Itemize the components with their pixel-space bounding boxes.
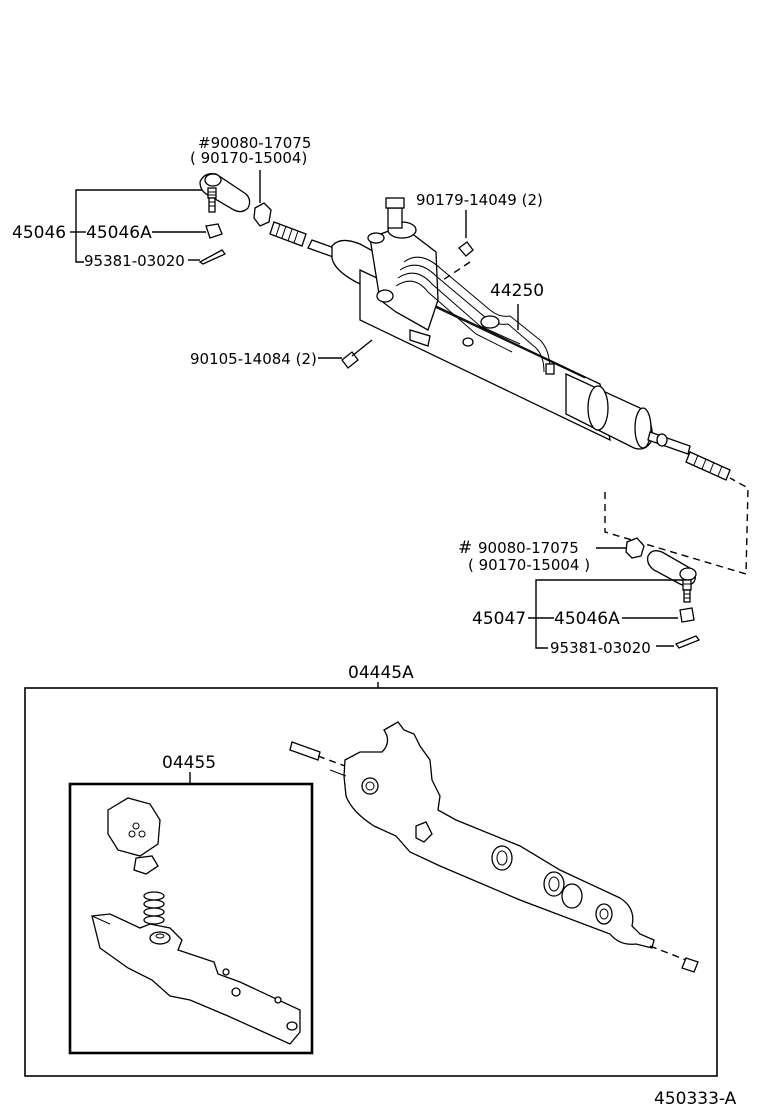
housing-assembly-box: 04445A 04455 xyxy=(24,663,718,1077)
steering-housing xyxy=(289,721,699,973)
label-90080-17075-right[interactable]: 90080-17075 xyxy=(478,539,579,557)
dashed-leader xyxy=(439,261,471,283)
mounting-nut xyxy=(458,241,474,257)
castle-nut-right xyxy=(679,607,695,623)
figure-code: 450333-A xyxy=(654,1089,737,1109)
hash-mark: # xyxy=(458,538,472,558)
label-04455[interactable]: 04455 xyxy=(162,753,216,773)
label-45046[interactable]: 45046 xyxy=(12,223,66,243)
castle-nut-left xyxy=(205,223,223,239)
mounting-bolt xyxy=(341,351,359,369)
dashed-callout xyxy=(604,477,749,575)
bracket-line xyxy=(535,579,683,649)
label-44250[interactable]: 44250 xyxy=(490,281,544,301)
label-45046a-left[interactable]: 45046A xyxy=(86,223,152,243)
housing-box-frame xyxy=(24,687,718,1077)
steering-rack-assembly xyxy=(307,197,731,481)
cotter-pin-right xyxy=(674,635,701,649)
tie-rod-end-left xyxy=(199,173,251,213)
lock-nut-left xyxy=(253,202,272,227)
label-45047[interactable]: 45047 xyxy=(472,609,526,629)
valve-inset-box: 04455 xyxy=(68,753,314,1055)
right-tie-rod-end-group: # 90080-17075 ( 90170-15004 ) 45047 4504… xyxy=(458,477,749,657)
label-90170-15004-right[interactable]: ( 90170-15004 ) xyxy=(468,556,590,574)
label-90080-17075-left[interactable]: #90080-17075 xyxy=(198,134,311,152)
threaded-stud-left xyxy=(269,221,307,247)
valve-cap-part xyxy=(107,797,161,857)
label-04445a[interactable]: 04445A xyxy=(348,663,414,683)
valve-spring xyxy=(143,891,165,925)
label-90170-15004-left[interactable]: ( 90170-15004) xyxy=(190,149,307,167)
cotter-pin-left xyxy=(198,249,227,265)
threaded-stud-right xyxy=(685,451,731,481)
inset-box-frame xyxy=(68,782,314,1055)
left-tie-rod-end-group: #90080-17075 ( 90170-15004) 45046 45046A… xyxy=(12,134,311,270)
label-95381-03020-right[interactable]: 95381-03020 xyxy=(550,639,651,657)
pressure-tube-lines xyxy=(395,256,555,375)
lock-nut-right xyxy=(625,537,645,559)
valve-nut xyxy=(133,855,159,875)
label-90105-14084[interactable]: 90105-14084 (2) xyxy=(190,350,317,368)
label-90179-14049[interactable]: 90179-14049 (2) xyxy=(416,191,543,209)
control-valve-body xyxy=(367,197,439,347)
inset-housing xyxy=(91,913,301,1045)
label-45046a-right[interactable]: 45046A xyxy=(554,609,620,629)
bracket-line xyxy=(75,189,207,263)
label-95381-03020-left[interactable]: 95381-03020 xyxy=(84,252,185,270)
tie-rod-end-right xyxy=(646,550,697,603)
